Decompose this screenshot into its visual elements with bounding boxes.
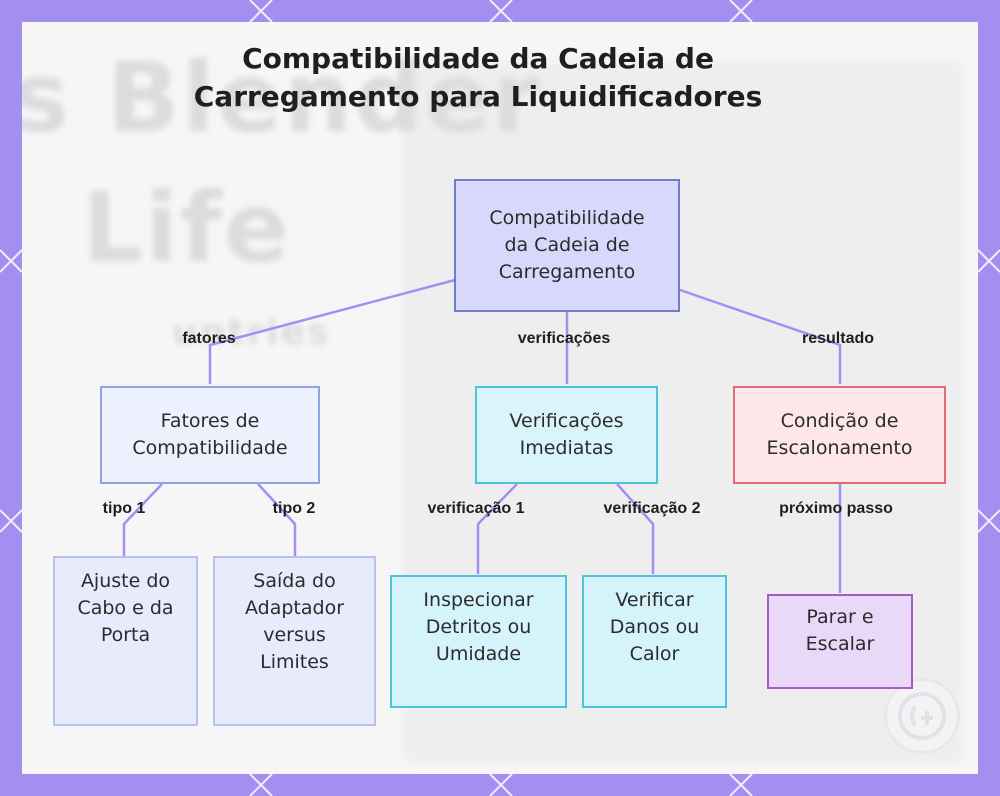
node-root-line-1: Compatibilidade [489, 207, 645, 229]
node-saida-line-4: Limites [260, 651, 329, 673]
node-condicao-line-1: Condição de [780, 410, 899, 432]
edge-label-resultado: resultado [801, 330, 875, 347]
node-root-line-2: da Cadeia de [504, 234, 630, 256]
edge-label-verificacoes: verificações [517, 330, 611, 347]
node-verificar-line-3: Calor [629, 643, 680, 665]
node-condicao-line-2: Escalonamento [766, 437, 913, 459]
node-verificar-line-1: Verificar [615, 589, 694, 611]
node-fatores: Fatores de Compatibilidade [100, 386, 320, 484]
node-saida: Saída do Adaptador versus Limites [213, 556, 376, 726]
node-saida-line-1: Saída do [253, 570, 336, 592]
node-verificacoes-line-2: Imediatas [519, 437, 614, 459]
circular-brand-logo-icon [884, 678, 960, 754]
edge-label-proximo-passo: próximo passo [779, 500, 893, 517]
edge-label-fatores: fatores [182, 330, 236, 347]
node-ajuste-line-3: Porta [100, 624, 151, 646]
diagram-title: Compatibilidade da Cadeia de Carregament… [150, 40, 806, 116]
edge-label-tipo2: tipo 2 [272, 500, 316, 517]
node-parar: Parar e Escalar [767, 594, 913, 689]
node-saida-line-2: Adaptador [244, 597, 345, 619]
node-saida-line-3: versus [263, 624, 326, 646]
node-inspecionar-line-2: Detritos ou [425, 616, 532, 638]
node-inspecionar: Inspecionar Detritos ou Umidade [390, 575, 567, 708]
background-text-2: Life [82, 172, 291, 284]
node-ajuste-line-2: Cabo e da [77, 597, 174, 619]
node-verificacoes: Verificações Imediatas [475, 386, 658, 484]
edge-label-verificacao1: verificação 1 [427, 500, 525, 517]
node-fatores-line-1: Fatores de [160, 410, 260, 432]
node-inspecionar-line-3: Umidade [435, 643, 522, 665]
node-ajuste-line-1: Ajuste do [80, 570, 171, 592]
node-root-line-3: Carregamento [498, 261, 636, 283]
node-verificar-line-2: Danos ou [609, 616, 700, 638]
node-root: Compatibilidade da Cadeia de Carregament… [454, 179, 680, 312]
title-line-2: Carregamento para Liquidificadores [193, 80, 763, 113]
background-text-3: untries [172, 312, 331, 353]
title-line-1: Compatibilidade da Cadeia de [242, 42, 714, 75]
node-ajuste: Ajuste do Cabo e da Porta [53, 556, 198, 726]
background-text-1: s Blender [22, 42, 542, 154]
edge-label-tipo1: tipo 1 [102, 500, 146, 517]
node-verificar: Verificar Danos ou Calor [582, 575, 727, 708]
node-inspecionar-line-1: Inspecionar [423, 589, 534, 611]
node-parar-line-2: Escalar [805, 633, 875, 655]
node-condicao: Condição de Escalonamento [733, 386, 946, 484]
edge-label-verificacao2: verificação 2 [603, 500, 701, 517]
node-parar-line-1: Parar e [806, 606, 874, 628]
node-verificacoes-line-1: Verificações [509, 410, 624, 432]
node-fatores-line-2: Compatibilidade [132, 437, 288, 459]
